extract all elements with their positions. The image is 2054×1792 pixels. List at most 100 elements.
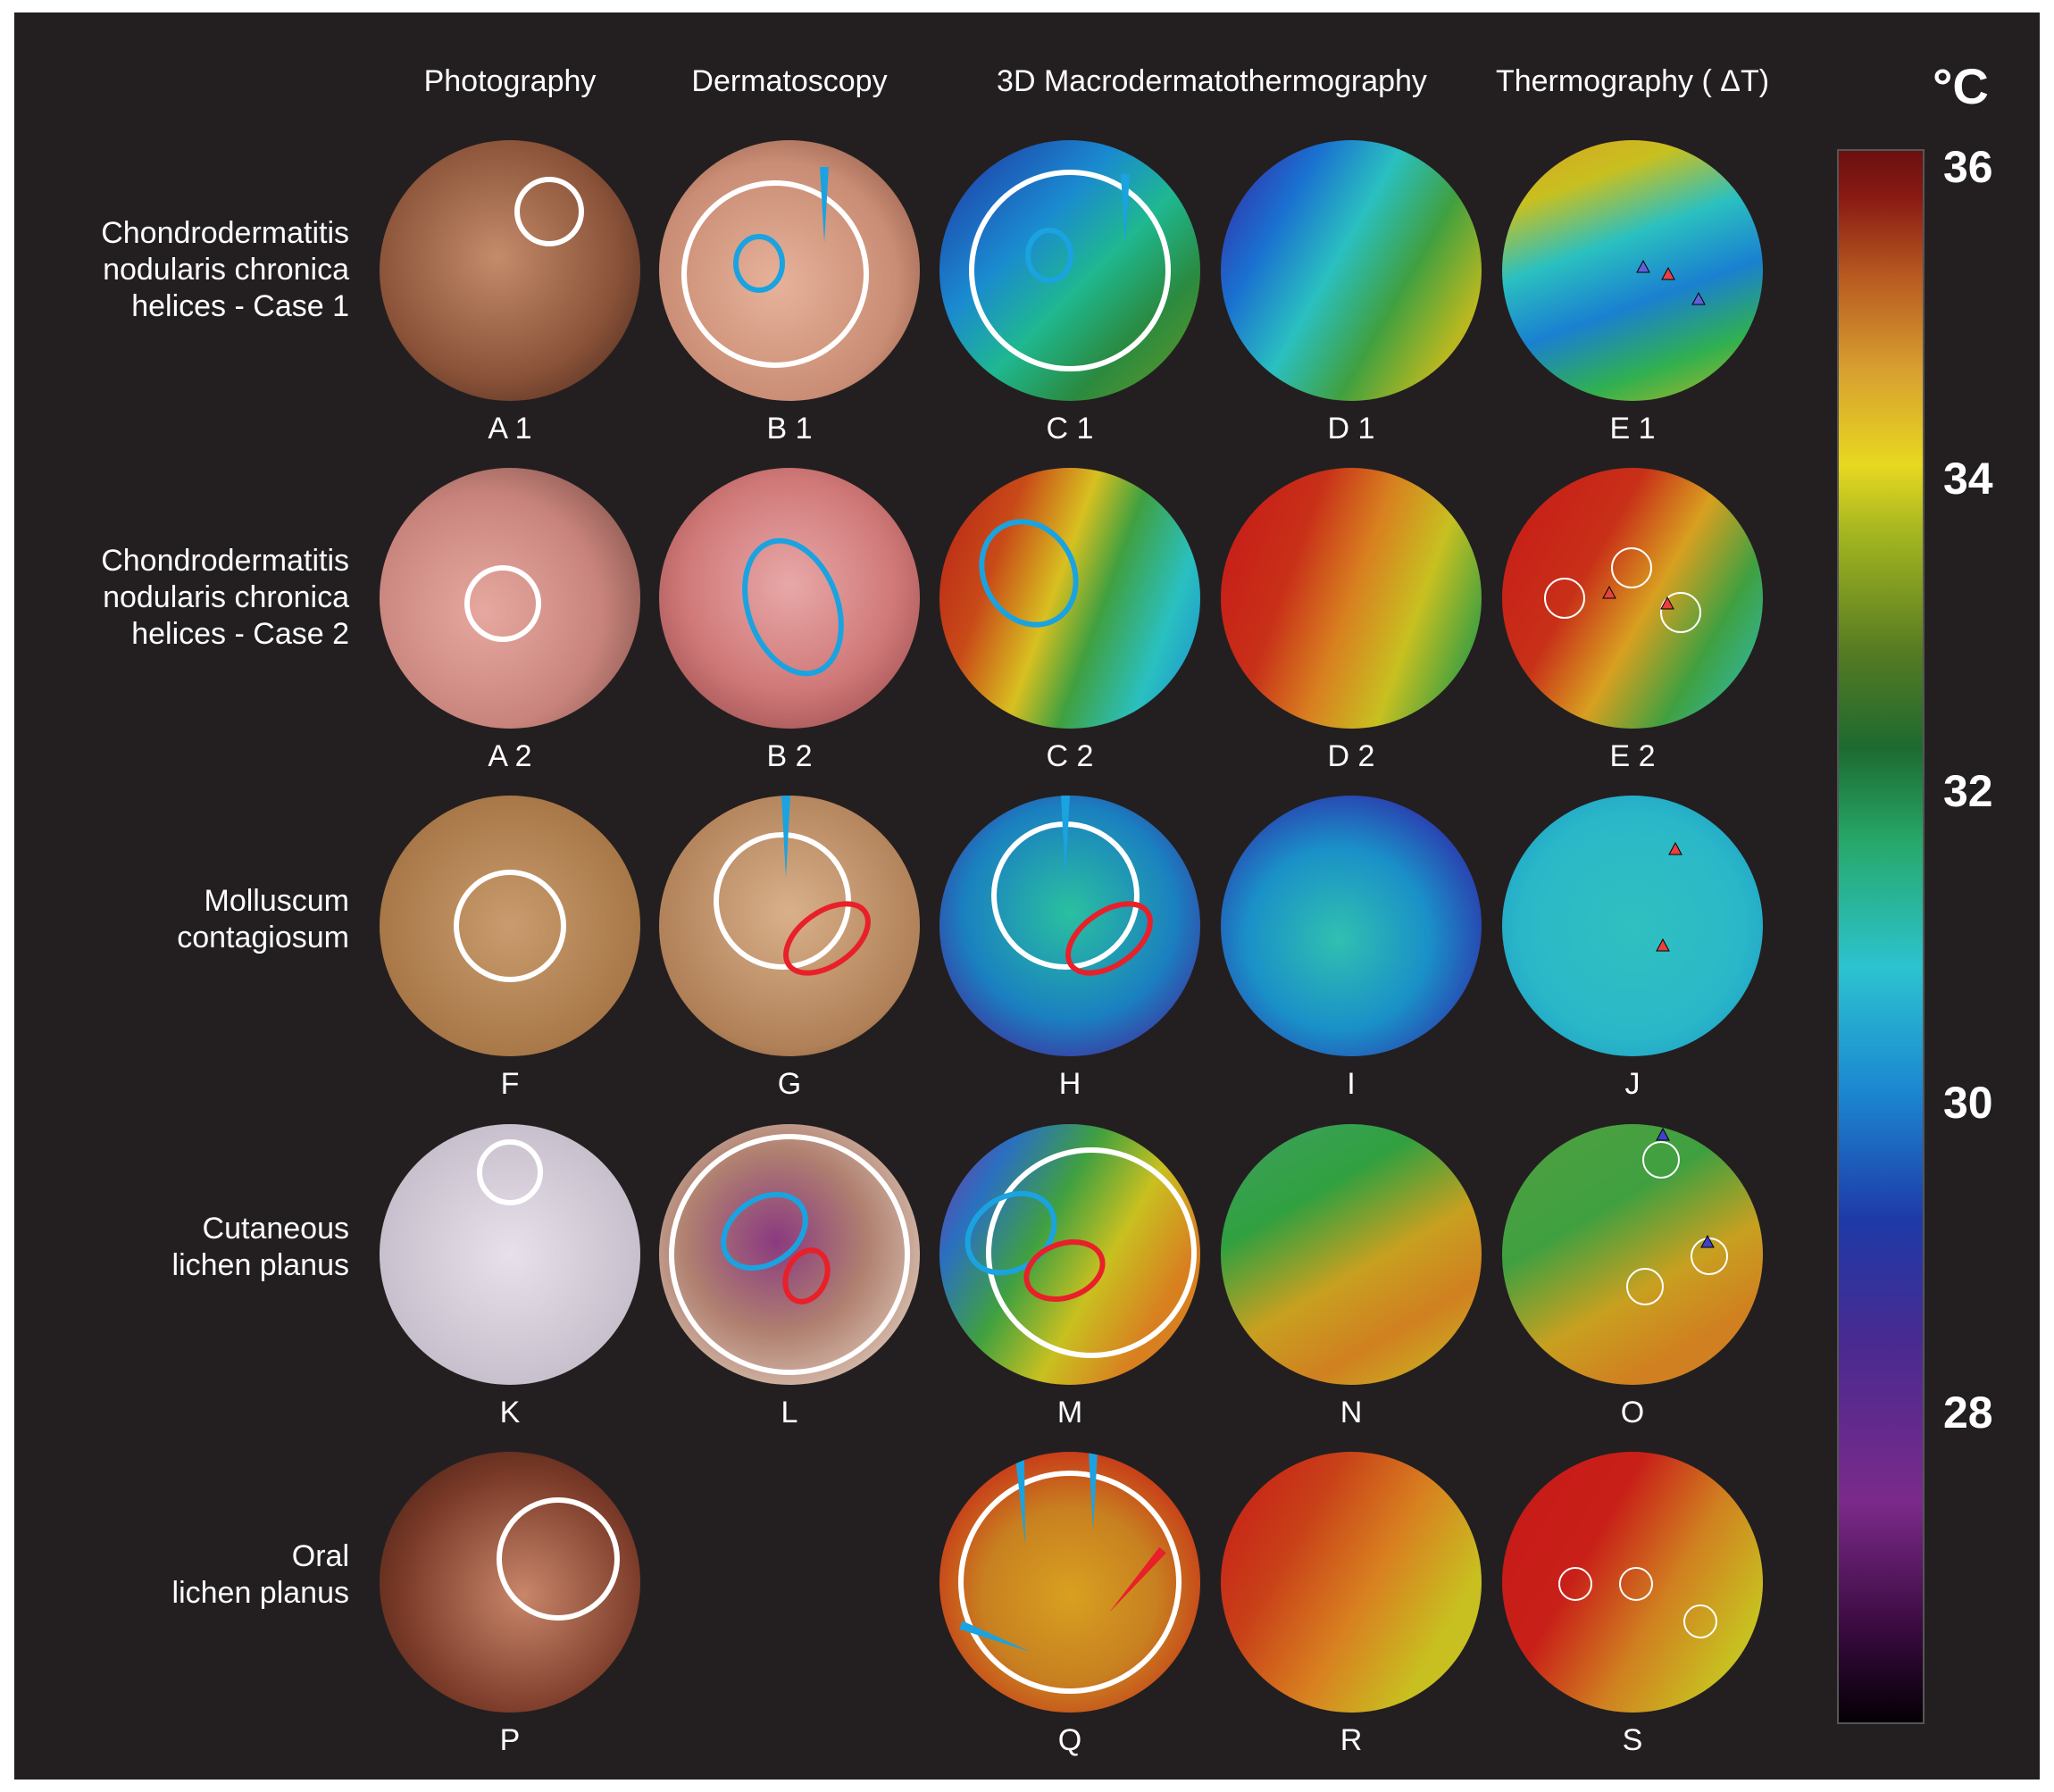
colorbar-tick-34: 34: [1943, 454, 1993, 504]
panel-label-b1: B 1: [766, 412, 813, 446]
blue-arrow-marker: [1121, 174, 1130, 243]
triangle-marker: [1636, 259, 1650, 273]
triangle-marker: [1691, 291, 1706, 305]
triangle-marker: [1700, 1234, 1715, 1248]
panel-label-c2: C 2: [1046, 739, 1094, 773]
panel-label-l: L: [781, 1396, 798, 1429]
blue-circle-marker: [721, 1191, 808, 1271]
panel-image-e2: [1502, 468, 1763, 729]
roi-circle-marker: [1611, 547, 1652, 588]
white-circle-marker: [986, 1147, 1197, 1358]
panel-label-h: H: [1058, 1067, 1081, 1101]
white-circle-marker: [514, 177, 584, 246]
row-label-cnch-case-2: Chondrodermatitis nodularis chronica hel…: [101, 544, 349, 651]
panel-image-a2: [380, 468, 640, 729]
roi-circle-marker: [1544, 578, 1585, 619]
blue-arrow-marker: [1061, 796, 1070, 878]
white-circle-marker: [497, 1497, 620, 1621]
panel-image-c1: [939, 140, 1200, 401]
blue-circle-marker: [733, 234, 785, 293]
blue-arrow-marker: [959, 1621, 1031, 1652]
panel-image-a1: [380, 140, 640, 401]
roi-circle-marker: [1626, 1268, 1664, 1305]
panel-image-b1: [659, 140, 920, 401]
panel-image-n: [1221, 1124, 1482, 1385]
triangle-marker: [1656, 938, 1670, 952]
blue-arrow-marker: [1015, 1456, 1025, 1545]
panel-label-s: S: [1622, 1723, 1643, 1757]
panel-label-e2: E 2: [1609, 739, 1656, 773]
colorbar-unit: °C: [1933, 58, 1989, 114]
roi-circle-marker: [1558, 1567, 1592, 1601]
white-circle-marker: [669, 1134, 910, 1375]
colorbar-tick-30: 30: [1943, 1078, 1993, 1128]
column-title-thermography: Thermography ( ΔT): [1495, 64, 1770, 98]
panel-image-i: [1221, 796, 1482, 1056]
panel-image-d1: [1221, 140, 1482, 401]
triangle-marker: [1656, 1127, 1670, 1141]
panel-image-o: [1502, 1124, 1763, 1385]
panel-image-j: [1502, 796, 1763, 1056]
white-circle-marker: [958, 1471, 1181, 1694]
panel-label-r: R: [1340, 1723, 1363, 1757]
panel-image-g: [659, 796, 920, 1056]
panel-image-c2: [939, 468, 1200, 729]
panel-image-f: [380, 796, 640, 1056]
panel-label-a1: A 1: [488, 412, 532, 446]
panel-label-e1: E 1: [1609, 412, 1656, 446]
panel-label-d1: D 1: [1327, 412, 1375, 446]
panel-label-d2: D 2: [1327, 739, 1375, 773]
panel-label-f: F: [500, 1067, 520, 1101]
row-label-molluscum: Molluscum contagiosum: [177, 884, 349, 954]
panel-label-k: K: [499, 1396, 521, 1429]
temperature-colorbar: [1837, 149, 1925, 1724]
panel-image-k: [380, 1124, 640, 1385]
panel-image-d2: [1221, 468, 1482, 729]
roi-circle-marker: [1642, 1141, 1680, 1179]
column-title-photography: Photography: [423, 64, 597, 98]
panel-image-l: [659, 1124, 920, 1385]
panel-image-r: [1221, 1452, 1482, 1713]
red-arrow-marker: [1109, 1546, 1166, 1613]
figure-panel: Photography Dermatoscopy 3D Macrodermato…: [14, 13, 2040, 1779]
white-circle-marker: [681, 180, 869, 368]
panel-label-n: N: [1340, 1396, 1363, 1429]
panel-image-h: [939, 796, 1200, 1056]
panel-label-m: M: [1056, 1396, 1083, 1429]
blue-arrow-marker: [1089, 1452, 1098, 1530]
triangle-marker: [1602, 585, 1616, 599]
roi-circle-marker: [1660, 592, 1701, 633]
row-label-oral-lichen-planus: Oral lichen planus: [171, 1539, 349, 1610]
triangle-marker: [1668, 841, 1682, 855]
red-circle-marker: [782, 1247, 831, 1304]
panel-image-p: [380, 1452, 640, 1713]
panel-label-i: I: [1347, 1067, 1356, 1101]
red-circle-marker: [1065, 901, 1153, 976]
panel-label-o: O: [1620, 1396, 1645, 1429]
colorbar-tick-36: 36: [1943, 142, 1993, 192]
blue-circle-marker: [964, 1190, 1057, 1276]
row-label-cutaneous-lichen-planus: Cutaneous lichen planus: [171, 1212, 349, 1282]
blue-circle-marker: [1025, 228, 1073, 283]
roi-circle-marker: [1619, 1567, 1653, 1601]
colorbar-tick-28: 28: [1943, 1388, 1993, 1438]
column-title-dermatoscopy: Dermatoscopy: [691, 64, 888, 98]
white-circle-marker: [477, 1139, 543, 1205]
blue-arrow-marker: [820, 167, 829, 243]
red-circle-marker: [1023, 1239, 1106, 1302]
blue-arrow-marker: [781, 796, 790, 878]
blue-circle-marker: [742, 538, 844, 677]
triangle-marker: [1661, 266, 1675, 280]
blue-circle-marker: [979, 519, 1079, 628]
panel-image-e1: [1502, 140, 1763, 401]
panel-image-q: [939, 1452, 1200, 1713]
panel-label-g: G: [777, 1067, 802, 1101]
white-circle-marker: [464, 565, 541, 642]
white-circle-marker: [969, 170, 1171, 371]
panel-label-q: Q: [1057, 1723, 1082, 1757]
panel-label-b2: B 2: [766, 739, 813, 773]
panel-label-c1: C 1: [1046, 412, 1094, 446]
triangle-marker: [1660, 596, 1674, 610]
panel-image-b2: [659, 468, 920, 729]
panel-image-s: [1502, 1452, 1763, 1713]
